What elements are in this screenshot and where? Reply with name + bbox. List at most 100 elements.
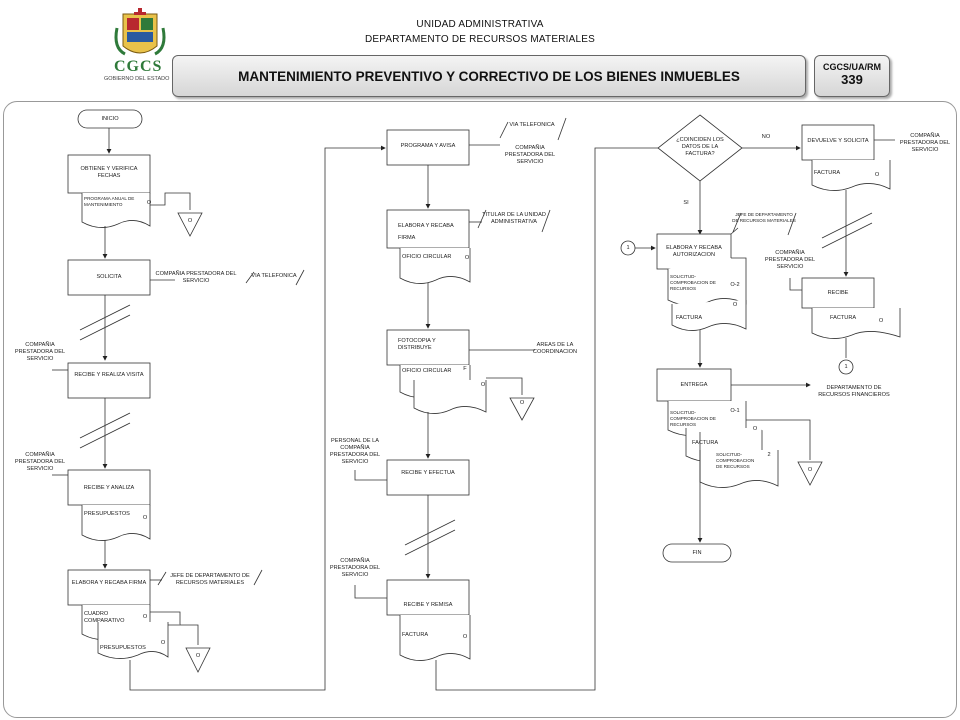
coat-of-arms-logo [114, 8, 166, 56]
o5-label: O [160, 640, 166, 646]
invoice-document-2 [811, 160, 891, 191]
titular-label: TITULAR DE LA UNIDAD ADMINISTRATIVA [482, 212, 546, 225]
invoice2-label: FACTURA [814, 170, 841, 176]
archive-triangle-1 [177, 212, 203, 237]
company6-label: COMPAÑIA PRESTADORA DEL SERVICIO [899, 133, 951, 153]
verify-label: OBTIENE Y VERIFICA FECHAS [80, 166, 138, 179]
invoice-document-4 [811, 308, 901, 339]
request-doc3-label: SOLICITUD- COMPROBACION DE RECURSOS [716, 452, 755, 469]
budgets2-label: PRESUPUESTOS [100, 645, 146, 651]
receive-process-2 [801, 277, 875, 309]
o4-label: O [142, 614, 148, 620]
o3-label: O [142, 515, 148, 521]
receive-visit-label: RECIBE Y REALIZA VISITA [74, 372, 144, 378]
receive-send-process [386, 579, 470, 616]
phone2-label: VIA TELEFONICA [509, 122, 555, 128]
o14-label: O [752, 426, 758, 432]
code-box: CGCS/UA/RM 339 [814, 55, 890, 97]
page-title: MANTENIMIENTO PREVENTIVO Y CORRECTIVO DE… [172, 55, 806, 97]
returns-label: DEVUELVE Y SOLICITA [807, 138, 869, 144]
program-document [81, 193, 151, 228]
company2-label: COMPAÑIA PRESTADORA DEL SERVICIO [14, 342, 66, 362]
connector-label: 1 [626, 245, 630, 251]
invoice5-label: FACTURA [692, 440, 719, 446]
head-dept-label: JEFE DE DEPARTAMENTO DE RECURSOS MATERIA… [170, 573, 250, 586]
o6-label: O [195, 653, 201, 659]
o13-label: O [878, 318, 884, 324]
receive-visit-process [67, 362, 151, 399]
end-label: FIN [692, 550, 702, 556]
o10-label: O [462, 634, 468, 640]
budget-document-2 [97, 622, 169, 659]
company7-label: COMPAÑIA PRESTADORA DEL SERVICIO [764, 250, 816, 270]
start-terminal [77, 109, 143, 129]
program-notify-label: PROGRAMA Y AVISA [400, 143, 456, 149]
o1-code-label: O-1 [730, 408, 740, 414]
invoice-document-3 [671, 300, 747, 331]
procedure-code: CGCS/UA/RM [823, 62, 881, 72]
circular-document-3 [413, 380, 487, 414]
archive-triangle-2 [185, 647, 211, 673]
o12-label: O [732, 302, 738, 308]
connector2-label: 1 [844, 364, 848, 370]
receive-execute-label: RECIBE Y EFECTUA [401, 470, 455, 476]
end-terminal [662, 543, 732, 563]
department-label: DEPARTAMENTO DE RECURSOS MATERIALES [364, 34, 595, 45]
circular1-label: OFICIO CIRCULAR [402, 254, 452, 260]
two-label: 2 [767, 452, 771, 458]
invoice1-label: FACTURA [402, 632, 429, 638]
company3-label: COMPAÑIA PRESTADORA DEL SERVICIO [14, 452, 66, 472]
head-dept2-label: JEFE DE DEPARTAMENTO DE RECURSOS MATERIA… [732, 212, 796, 223]
receive-analyze-label: RECIBE Y ANALIZA [83, 485, 135, 491]
receive-execute-process [386, 459, 470, 496]
o1-label: O [146, 200, 152, 206]
prepare-sign-process [67, 569, 151, 606]
areas-label: AREAS DE LA COORDINACION [532, 342, 578, 355]
circular-document-1 [399, 248, 471, 284]
return-request-process [801, 124, 875, 161]
prepare-sign-process-2 [386, 209, 470, 249]
o7-label: O [464, 255, 470, 261]
verify-process [67, 154, 151, 194]
request-process [67, 259, 151, 296]
o2-label: O [187, 218, 193, 224]
archive-triangle-4 [797, 461, 823, 486]
receive-analyze-process [67, 469, 151, 506]
delivers-label: ENTREGA [680, 382, 708, 388]
request-doc2-label: SOLICITUD- COMPROBACION DE RECURSOS [670, 410, 716, 427]
request-doc-label: SOLICITUD- COMPROBACION DE RECURSOS [670, 274, 716, 291]
unit-label: UNIDAD ADMINISTRATIVA [416, 19, 544, 30]
invoice3-label: FACTURA [676, 315, 703, 321]
company1-label: COMPAÑIA PRESTADORA DEL SERVICIO [155, 271, 237, 284]
budget-document [81, 505, 151, 541]
yes-label: SI [683, 200, 689, 206]
phone1-label: VIA TELEFONICA [251, 273, 297, 279]
connector-1b [838, 359, 854, 375]
prepare-sign-label: ELABORA Y RECABA FIRMA [71, 580, 147, 586]
company4-label: COMPAÑIA PRESTADORA DEL SERVICIO [504, 145, 556, 165]
start-label: INICIO [101, 116, 119, 122]
logo-caption: GOBIERNO DEL ESTADO [104, 76, 170, 82]
invoice4-label: FACTURA [830, 315, 857, 321]
o2-code-label: O-2 [730, 282, 740, 288]
receive-label: RECIBE [827, 290, 849, 296]
prepare-auth-label: ELABORA Y RECABA AUTORIZACION [666, 245, 722, 258]
no-label: NO [761, 134, 771, 140]
o11-label: O [874, 172, 880, 178]
logo-acronym: CGCS [114, 58, 163, 75]
receive-send-label: RECIBE Y REMISA [403, 602, 453, 608]
staff-label: PERSONAL DE LA COMPAÑIA PRESTADORA DEL S… [329, 438, 381, 465]
request-document-3 [699, 450, 779, 488]
f-label: F [463, 366, 467, 372]
archive-triangle-3 [509, 397, 535, 421]
comparative-label: CUADRO COMPARATIVO [84, 611, 125, 624]
question-label: ¿COINCIDEN LOS DATOS DE LA FACTURA? [676, 137, 724, 157]
budgets1-label: PRESUPUESTOS [84, 511, 130, 517]
copy-distribute-process [386, 329, 470, 366]
company5-label: COMPAÑIA PRESTADORA DEL SERVICIO [329, 558, 381, 578]
copy-distribute-label: FOTOCOPIA Y DISTRIBUYE [398, 338, 436, 351]
procedure-number: 339 [841, 72, 863, 87]
invoice-document-1 [399, 615, 471, 661]
flowchart-frame [3, 101, 957, 718]
